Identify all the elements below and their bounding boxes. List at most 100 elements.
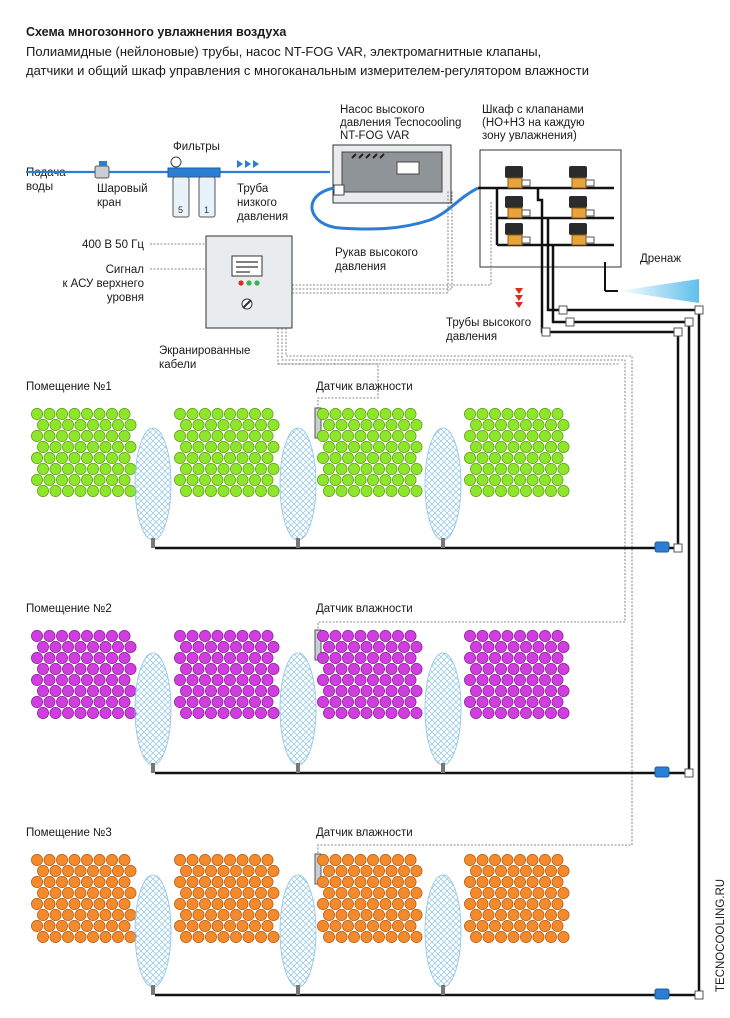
plant-icon <box>342 696 354 708</box>
plant-icon <box>180 887 192 899</box>
plant-icon <box>398 931 410 943</box>
plant-icon <box>224 898 236 910</box>
plant-icon <box>124 419 137 431</box>
plant-icon <box>385 887 398 899</box>
plant-icon <box>539 696 551 708</box>
plant-icon <box>31 876 43 888</box>
plant-icon <box>354 652 367 664</box>
solenoid-valve-icon <box>505 166 531 189</box>
plant-icon <box>489 652 501 664</box>
plant-icon <box>124 931 137 943</box>
plant-icon <box>180 663 192 675</box>
plant-icon <box>211 430 224 442</box>
plant-icon <box>249 876 261 888</box>
plant-icon <box>205 463 217 475</box>
plant-icon <box>267 931 280 943</box>
plant-icon <box>118 430 131 442</box>
plant-icon <box>507 707 520 719</box>
plant-icon <box>335 441 348 453</box>
plant-icon <box>470 663 482 675</box>
svg-text:(НО+НЗ на каждую: (НО+НЗ на каждую <box>482 117 585 129</box>
high-pressure-pipes-label: Трубы высокого давления <box>446 317 531 343</box>
plant-icon <box>476 452 489 464</box>
plant-icon <box>242 485 255 497</box>
shielded-cables-label: Экранированные кабели <box>159 345 250 371</box>
plant-icon <box>74 931 87 943</box>
high-pressure-hose <box>310 186 479 231</box>
plant-icon <box>373 485 385 497</box>
plant-icon <box>532 707 545 719</box>
plant-icon <box>520 463 532 475</box>
plant-icon <box>93 876 106 888</box>
plant-icon <box>186 696 199 708</box>
plant-icon <box>507 419 520 431</box>
mist-cone <box>279 652 317 766</box>
pipe-fittings <box>541 305 704 1000</box>
plant-icon <box>81 452 93 464</box>
plant-icon <box>539 898 551 910</box>
plant-icon <box>317 920 329 932</box>
nozzle-icon <box>296 763 300 773</box>
plant-icon <box>354 898 367 910</box>
plant-icon <box>489 696 501 708</box>
plant-icon <box>236 674 249 686</box>
plant-icon <box>348 685 360 697</box>
plant-icon <box>520 663 532 675</box>
pump-icon <box>332 144 452 204</box>
plant-icon <box>342 854 354 866</box>
plant-icon <box>520 887 532 899</box>
plant-icon <box>489 920 501 932</box>
plant-icon <box>236 630 249 642</box>
plant-icon <box>398 485 410 497</box>
plant-icon <box>532 685 545 697</box>
plant-icon <box>495 463 507 475</box>
plant-icon <box>507 865 520 877</box>
plant-icon <box>532 485 545 497</box>
plant-icon <box>514 652 526 664</box>
plant-icon <box>249 920 261 932</box>
plant-icon <box>224 854 236 866</box>
plant-icon <box>186 920 199 932</box>
plant-icon <box>551 652 564 664</box>
nozzle-icon <box>151 763 155 773</box>
plant-icon <box>217 463 230 475</box>
plant-icon <box>118 652 131 664</box>
plant-icon <box>180 641 192 653</box>
plant-icon <box>192 707 205 719</box>
plant-icon <box>68 854 81 866</box>
plant-icon <box>99 485 112 497</box>
plant-icon <box>379 652 392 664</box>
plant-icon <box>112 663 124 675</box>
plant-icon <box>74 641 87 653</box>
plant-icon <box>398 441 410 453</box>
plant-icon <box>557 865 570 877</box>
plant-icon <box>199 452 211 464</box>
plant-icon <box>81 630 93 642</box>
plant-icon <box>186 452 199 464</box>
plant-icon <box>398 663 410 675</box>
plant-icon <box>93 430 106 442</box>
plant-icon <box>520 685 532 697</box>
plant-icon <box>379 630 392 642</box>
indicator-green-icon <box>246 280 252 286</box>
plant-icon <box>367 854 379 866</box>
plant-icon <box>482 707 495 719</box>
plant-icon <box>489 452 501 464</box>
diagram-subtitle-line-2: датчики и общий шкаф управления с многок… <box>26 63 590 78</box>
plant-icon <box>192 685 205 697</box>
plant-icon <box>404 876 417 888</box>
plant-icon <box>360 441 373 453</box>
plant-icon <box>385 463 398 475</box>
plant-icon <box>520 707 532 719</box>
plant-icon <box>373 707 385 719</box>
plant-icon <box>81 920 93 932</box>
plant-icon <box>323 485 335 497</box>
plant-icon <box>224 674 236 686</box>
plant-icon <box>379 876 392 888</box>
plant-icon <box>373 641 385 653</box>
plant-icon <box>489 474 501 486</box>
plant-icon <box>476 854 489 866</box>
plant-icon <box>62 909 74 921</box>
